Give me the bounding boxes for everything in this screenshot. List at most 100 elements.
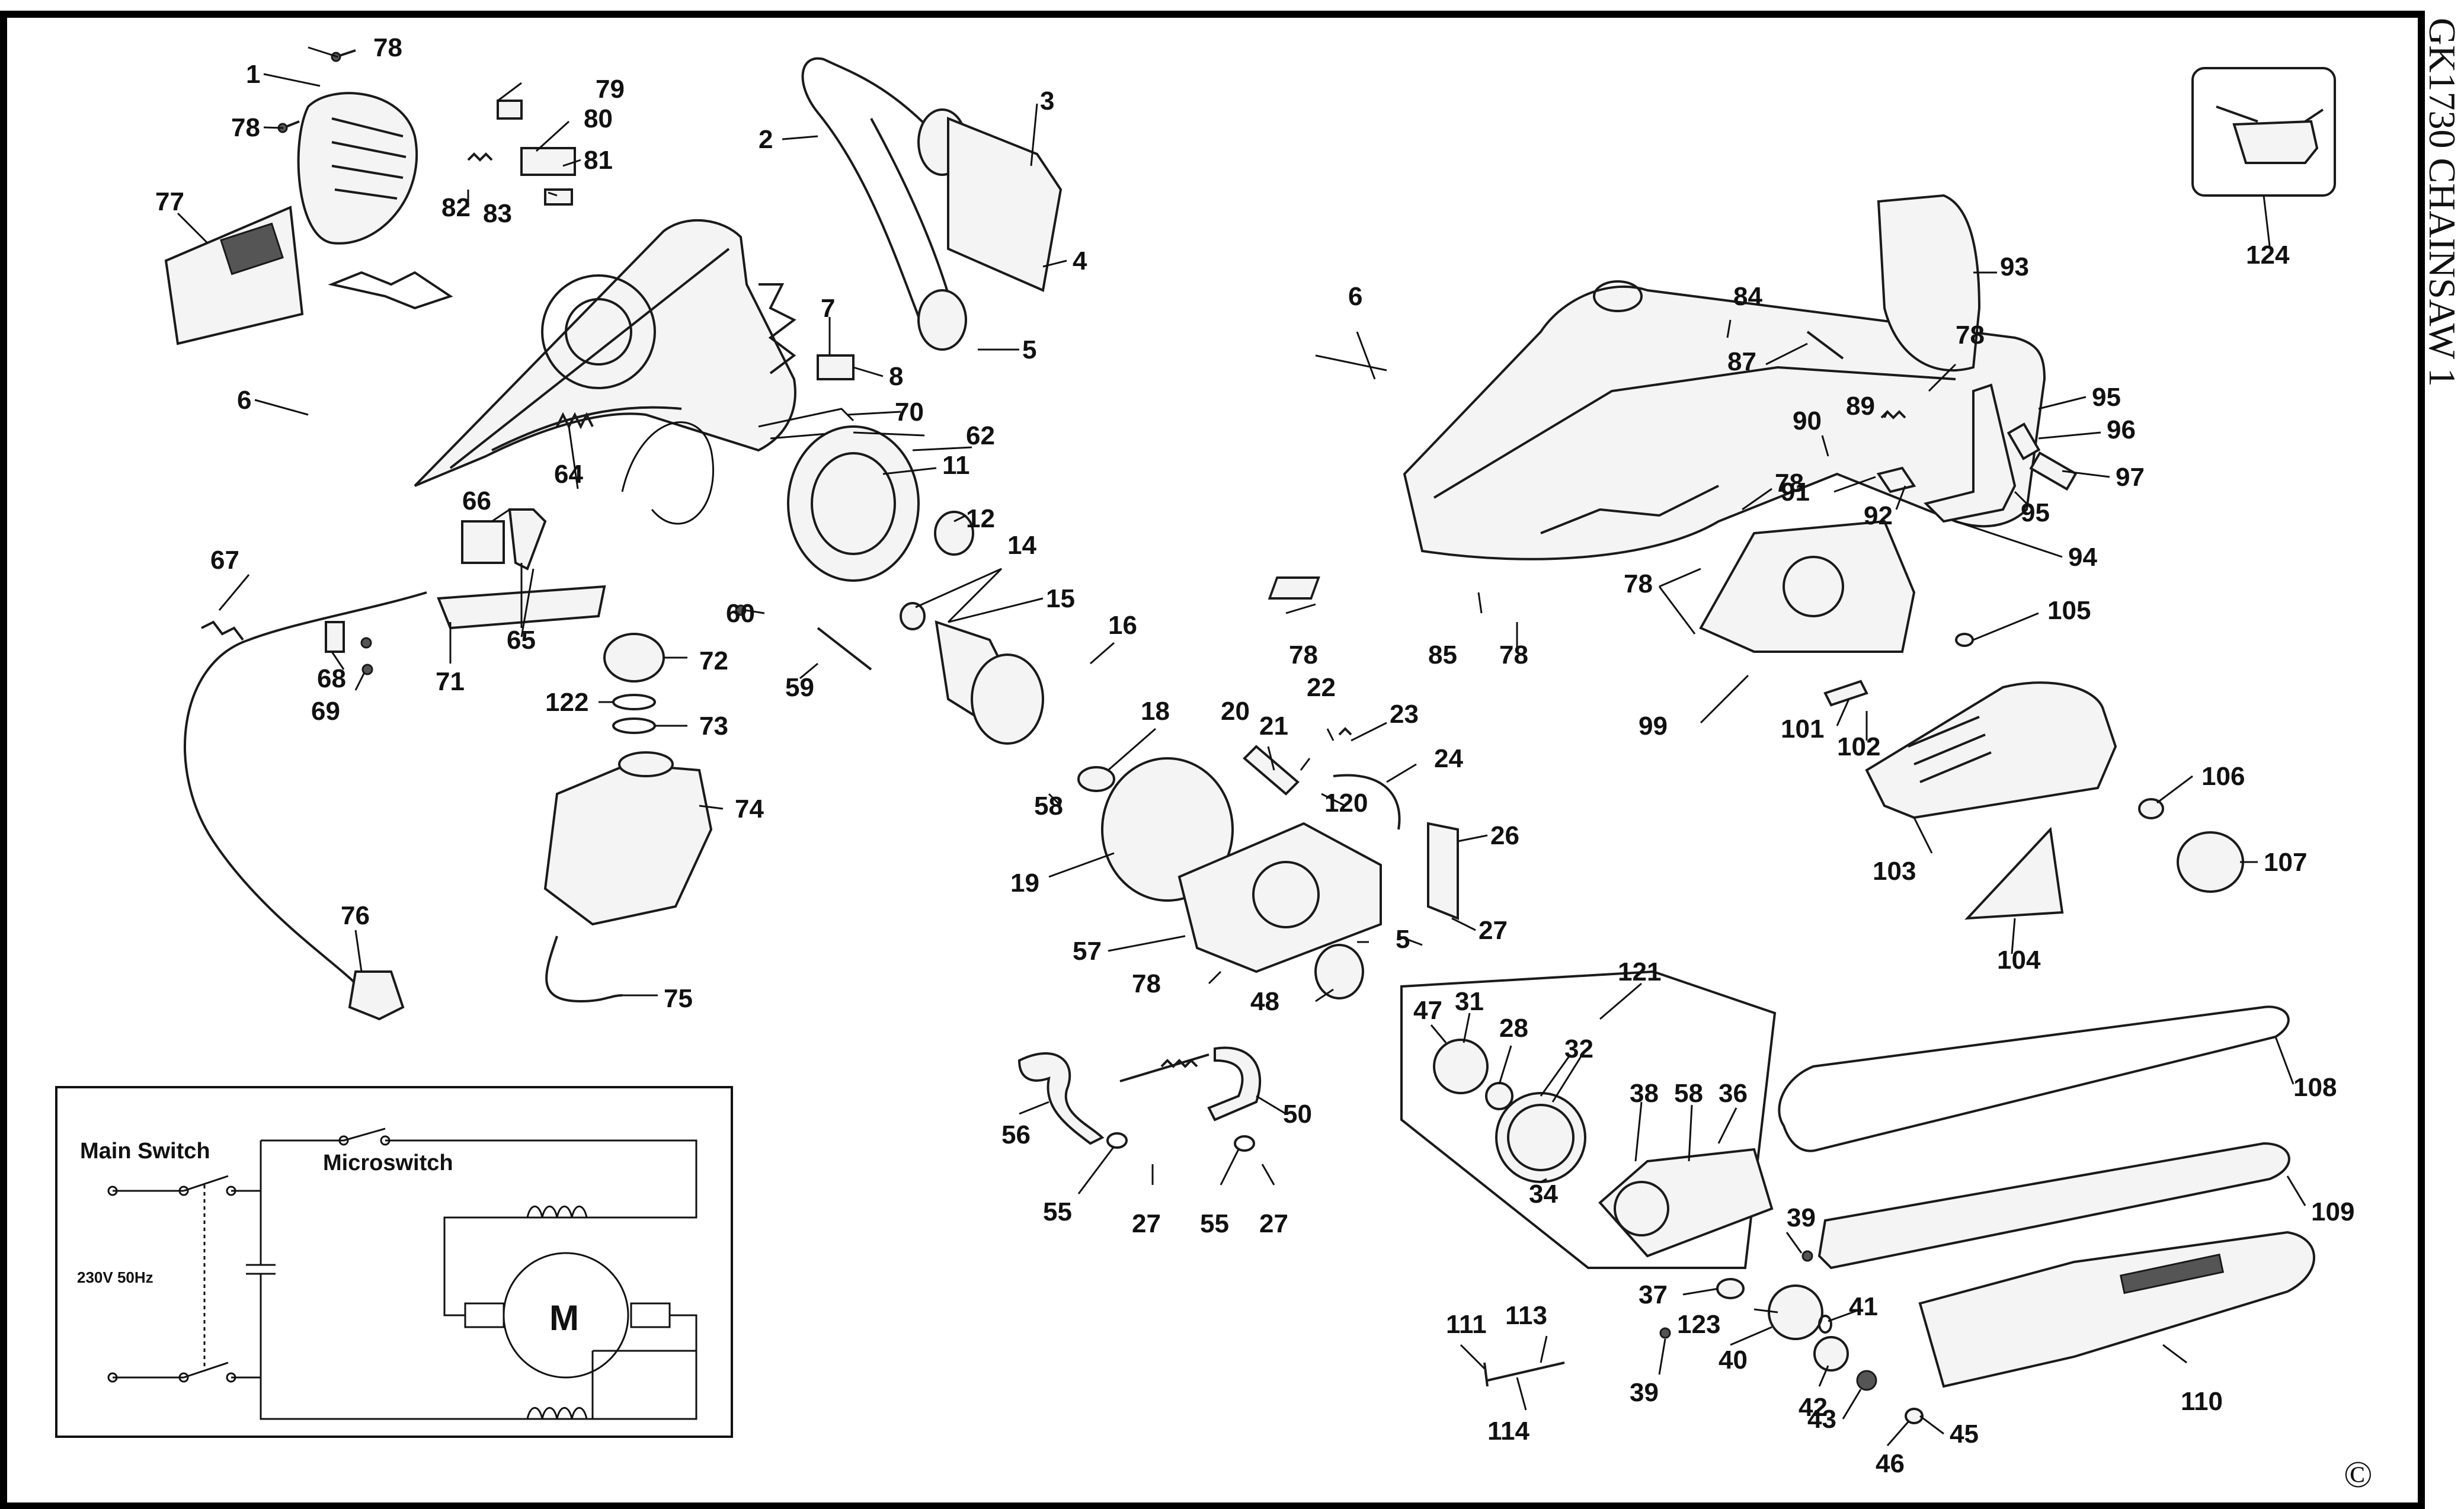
callout-64: 64 <box>554 460 583 489</box>
screw-part <box>360 637 372 649</box>
microswitch-label: Microswitch <box>323 1151 453 1175</box>
brake-rod-part <box>1119 1053 1209 1082</box>
motor-label: M <box>549 1298 579 1338</box>
callout-24: 24 <box>1434 744 1463 773</box>
bolt-part <box>817 627 872 671</box>
brush-lead-part <box>621 421 714 525</box>
screw-part <box>1659 1327 1671 1339</box>
left-housing-part <box>414 219 796 487</box>
callout-82: 82 <box>441 193 471 222</box>
front-guard-part <box>947 117 1063 292</box>
callout-78: 78 <box>1775 469 1804 498</box>
screw-part <box>277 120 300 133</box>
callout-45: 45 <box>1950 1420 1979 1449</box>
callout-80: 80 <box>584 104 613 133</box>
wiring-diagram: Main Switch Microswitch 230V 50Hz M <box>55 1086 733 1438</box>
callout-104: 104 <box>1997 946 2041 975</box>
adjuster-screw-part <box>1487 1361 1565 1382</box>
callout-58: 58 <box>1674 1079 1703 1108</box>
callout-92: 92 <box>1864 501 1893 530</box>
callout-5: 5 <box>1022 335 1036 364</box>
callout-47: 47 <box>1413 996 1442 1025</box>
callout-95: 95 <box>2092 383 2121 412</box>
brush-holder-part <box>328 271 453 310</box>
seal-part <box>612 694 656 710</box>
callout-27: 27 <box>1259 1209 1288 1238</box>
callout-114: 114 <box>1487 1417 1530 1446</box>
callout-78: 78 <box>1132 969 1161 998</box>
callout-91: 91 <box>1781 478 1810 507</box>
brake-lever-part <box>1924 383 2017 523</box>
callout-76: 76 <box>341 901 370 930</box>
callout-8: 8 <box>889 362 903 391</box>
callout-96: 96 <box>2107 415 2136 444</box>
callout-12: 12 <box>966 504 995 533</box>
callout-87: 87 <box>1727 347 1756 376</box>
callout-7: 7 <box>821 294 835 323</box>
callout-66: 66 <box>462 486 491 515</box>
bearing-part <box>1314 944 1364 999</box>
side-plate-hole-part <box>1783 556 1844 617</box>
callout-62: 62 <box>966 421 995 450</box>
bumper-spike-part <box>1964 826 2064 920</box>
microswitch-contact <box>343 1127 386 1142</box>
callout-6: 6 <box>237 386 251 415</box>
hand-guard-part <box>1877 194 1981 372</box>
oil-bottle-box <box>2191 67 2336 197</box>
capacitor-symbol <box>246 1191 276 1377</box>
callout-labels: 1 78 78 77 6 79 80 81 82 83 2 3 4 5 7 8 … <box>155 33 2354 1478</box>
callout-95: 95 <box>2021 498 2050 527</box>
copyright-mark: © <box>2344 1453 2373 1495</box>
gearbox-cover-part <box>1101 757 1234 902</box>
washer-part <box>1077 766 1115 792</box>
leader-lines <box>177 46 2306 1446</box>
callout-108: 108 <box>2293 1073 2337 1102</box>
callout-69: 69 <box>311 697 340 726</box>
callout-78: 78 <box>231 113 260 142</box>
wiring-diagram-frame <box>55 1086 733 1438</box>
callout-102: 102 <box>1837 732 1880 761</box>
callout-73: 73 <box>699 712 728 741</box>
screw-part <box>361 664 373 675</box>
carbon-brush-part <box>467 100 576 206</box>
warning-label-part <box>164 206 304 345</box>
callout-121: 121 <box>1618 957 1661 986</box>
gear-inset-parts <box>1433 1039 1774 1258</box>
microswitch-part <box>817 354 855 380</box>
callout-55: 55 <box>1200 1209 1229 1238</box>
callout-97: 97 <box>2116 463 2145 492</box>
clip-part <box>1955 633 1974 647</box>
oil-tank-part <box>543 762 713 926</box>
callout-94: 94 <box>2068 543 2097 572</box>
bar-cover-part <box>1918 1231 2315 1388</box>
stator-part <box>787 425 920 582</box>
brake-arm-part <box>1017 1052 1105 1145</box>
callout-56: 56 <box>1001 1120 1031 1149</box>
callout-27: 27 <box>1132 1209 1161 1238</box>
rear-vent-grille-part <box>297 92 418 245</box>
callout-22: 22 <box>1307 673 1336 702</box>
callout-75: 75 <box>664 984 693 1013</box>
callout-78: 78 <box>1956 321 1985 350</box>
callout-101: 101 <box>1781 715 1824 744</box>
callout-71: 71 <box>436 667 465 696</box>
chain-catcher-part <box>1427 822 1459 920</box>
callout-99: 99 <box>1639 712 1668 741</box>
callout-60: 60 <box>726 599 755 628</box>
spring-part <box>556 412 594 430</box>
callout-113: 113 <box>1505 1301 1547 1330</box>
callout-105: 105 <box>2047 596 2091 625</box>
front-handle-part <box>801 57 956 347</box>
callout-110: 110 <box>2181 1387 2223 1416</box>
callout-23: 23 <box>1390 700 1419 729</box>
washer-part <box>1106 1132 1128 1149</box>
callout-90: 90 <box>1793 406 1822 435</box>
callout-39: 39 <box>1630 1378 1659 1407</box>
callout-107: 107 <box>2264 848 2307 877</box>
brake-band-part <box>1333 774 1401 830</box>
callout-120: 120 <box>1324 789 1368 818</box>
callout-72: 72 <box>699 646 728 675</box>
callout-41: 41 <box>1849 1292 1878 1321</box>
callout-79: 79 <box>596 75 625 104</box>
